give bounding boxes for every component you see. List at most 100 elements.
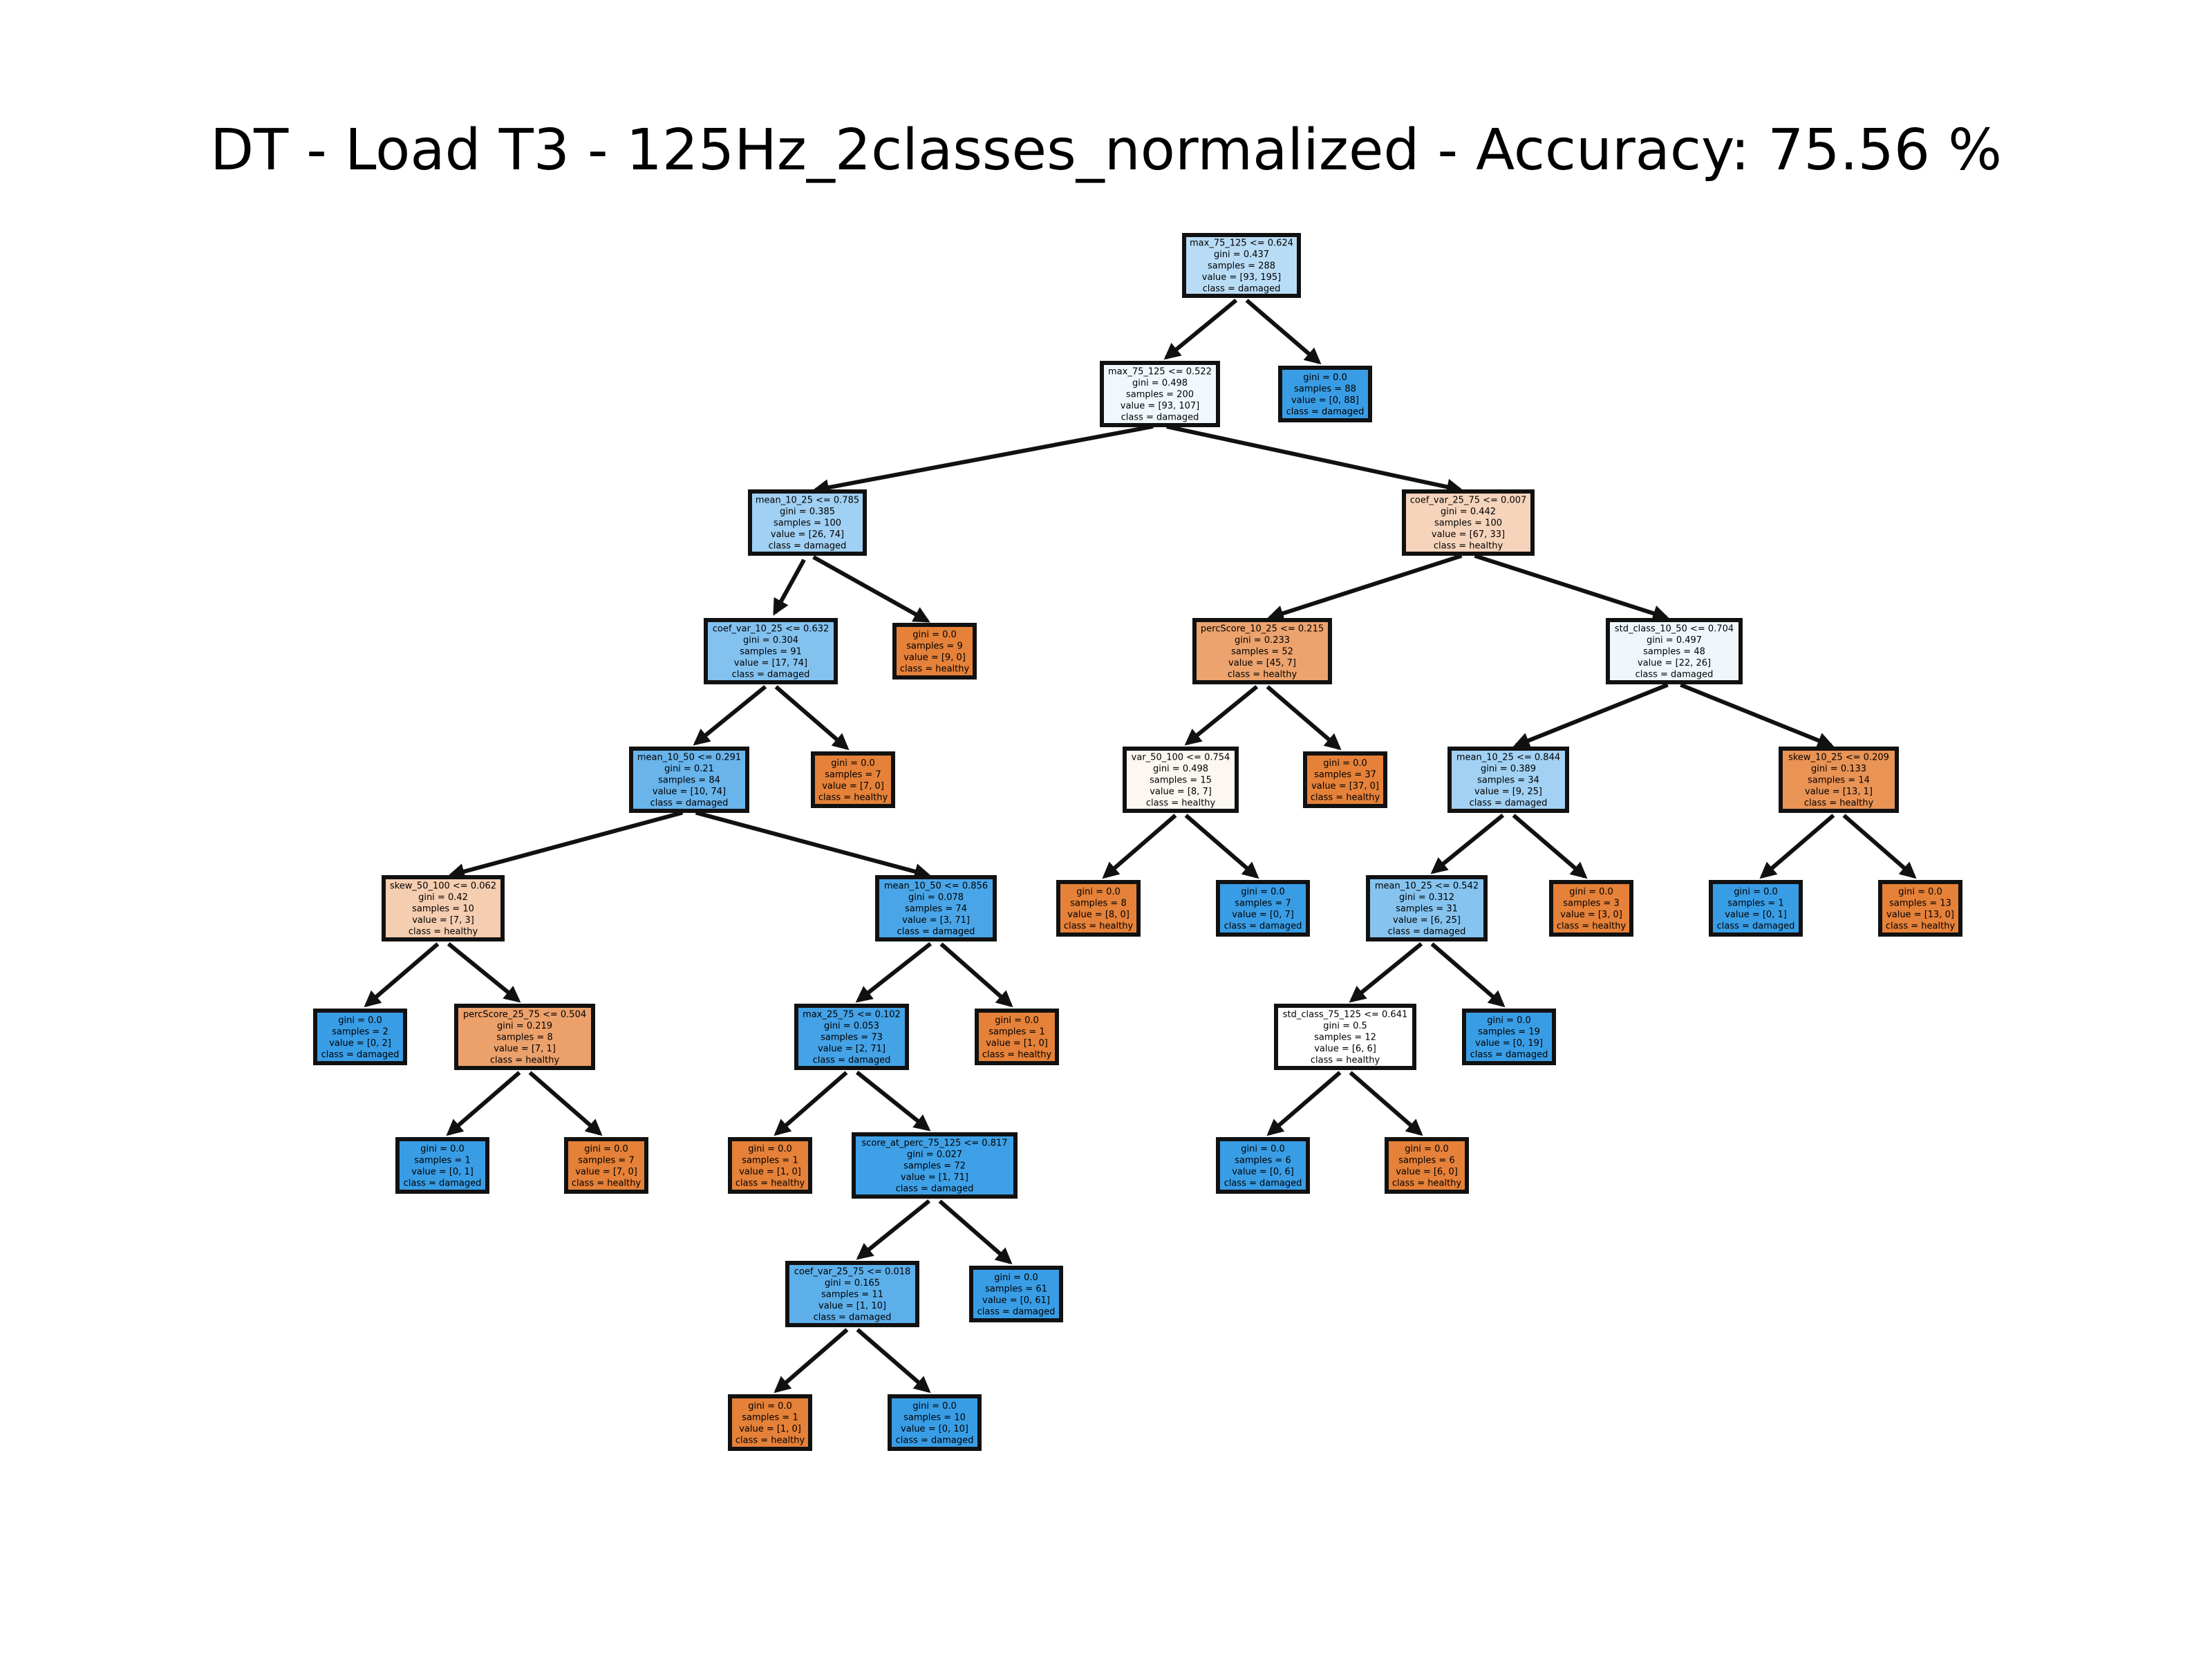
node-stat-line: value = [26, 74] [771, 529, 844, 540]
edge-n3-n5 [773, 559, 806, 616]
node-box [1278, 366, 1372, 422]
node-stat-line: gini = 0.0 [1898, 887, 1942, 897]
node-box [395, 1137, 489, 1194]
node-stat-line: samples = 2 [332, 1027, 388, 1037]
node-stat-line: gini = 0.42 [418, 892, 468, 903]
node-stat-line: samples = 91 [740, 647, 802, 657]
node-stat-line: samples = 1 [414, 1155, 470, 1165]
node-stat-line: class = damaged [1470, 798, 1548, 809]
edge-n19-n27 [1349, 941, 1423, 1003]
node-box [1192, 618, 1332, 684]
node-stat-line: gini = 0.5 [1323, 1021, 1367, 1031]
node-split-rule: mean_10_25 <= 0.542 [1375, 881, 1479, 892]
node-split-rule: max_75_125 <= 0.522 [1108, 367, 1212, 377]
node-stat-line: samples = 31 [1396, 904, 1458, 915]
node-stat-line: samples = 11 [821, 1290, 883, 1300]
node-stat-line: class = healthy [490, 1056, 560, 1066]
edge-n25-n32 [855, 1070, 931, 1132]
node-stat-line: value = [93, 195] [1202, 272, 1281, 283]
node-stat-line: samples = 7 [1235, 898, 1291, 908]
edge-n9-n15 [447, 810, 684, 880]
node-split-rule: max_25_75 <= 0.102 [803, 1010, 901, 1020]
node-box [892, 623, 977, 679]
node-stat-line: samples = 61 [985, 1284, 1047, 1294]
node-stat-line: value = [13, 1] [1805, 787, 1873, 797]
node-stat-line: class = healthy [572, 1178, 641, 1188]
node-stat-line: class = damaged [1224, 1178, 1302, 1188]
node-stat-line: samples = 72 [903, 1161, 966, 1172]
node-stat-line: value = [22, 26] [1638, 658, 1711, 668]
node-stat-line: gini = 0.0 [1569, 887, 1613, 897]
node-box [875, 875, 997, 941]
node-stat-line: gini = 0.027 [907, 1150, 962, 1160]
node-stat-line: value = [10, 74] [653, 787, 726, 797]
node-stat-line: gini = 0.0 [995, 1015, 1039, 1026]
node-stat-line: value = [9, 0] [903, 653, 966, 663]
node-stat-line: gini = 0.304 [743, 635, 798, 646]
node-stat-line: gini = 0.0 [1076, 887, 1121, 897]
node-stat-line: value = [7, 0] [822, 781, 884, 791]
node-stat-line: value = [13, 0] [1886, 910, 1954, 920]
node-stat-line: samples = 73 [821, 1033, 883, 1043]
node-stat-line: gini = 0.389 [1481, 764, 1536, 774]
edge-n15-n24 [447, 941, 521, 1003]
node-stat-line: class = healthy [1392, 1178, 1462, 1188]
node-split-rule: percScore_10_25 <= 0.215 [1201, 624, 1324, 635]
node-stat-line: class = damaged [813, 1056, 891, 1066]
node-stat-line: samples = 1 [1727, 898, 1783, 908]
node-stat-line: value = [17, 74] [734, 658, 807, 668]
node-stat-line: value = [0, 1] [411, 1167, 474, 1177]
node-stat-line: samples = 74 [905, 904, 967, 915]
node-box [1385, 1137, 1469, 1194]
edge-n19-n28 [1430, 942, 1506, 1008]
node-stat-line: gini = 0.0 [831, 758, 875, 769]
node-stat-line: class = damaged [732, 670, 810, 680]
node-box [1274, 1004, 1416, 1070]
node-stat-line: class = healthy [735, 1178, 805, 1188]
edge-n27-n34 [1349, 1071, 1423, 1136]
node-stat-line: value = [0, 19] [1475, 1038, 1543, 1049]
node-split-rule: percScore_25_75 <= 0.504 [463, 1010, 586, 1020]
edge-n14-n21 [1759, 814, 1835, 879]
node-stat-line: gini = 0.053 [824, 1021, 879, 1031]
node-split-rule: coef_var_25_75 <= 0.018 [794, 1267, 911, 1277]
node-box [1709, 880, 1803, 937]
node-stat-line: value = [3, 0] [1560, 910, 1622, 920]
node-stat-line: value = [6, 6] [1314, 1044, 1376, 1054]
edge-n13-n19 [1430, 813, 1505, 874]
node-stat-line: samples = 84 [658, 776, 720, 786]
node-box [748, 489, 867, 556]
node-stat-line: gini = 0.219 [497, 1021, 552, 1031]
node-stat-line: value = [67, 33] [1432, 529, 1505, 540]
node-split-rule: std_class_10_50 <= 0.704 [1615, 624, 1734, 635]
node-box [313, 1009, 407, 1065]
node-stat-line: samples = 200 [1126, 390, 1194, 400]
edge-n5-n9 [693, 684, 767, 746]
node-stat-line: gini = 0.0 [420, 1144, 465, 1154]
node-box [888, 1394, 982, 1451]
node-stat-line: samples = 1 [742, 1412, 798, 1423]
node-stat-line: gini = 0.0 [1734, 887, 1778, 897]
node-stat-line: class = healthy [818, 792, 888, 803]
node-stat-line: value = [0, 88] [1291, 395, 1359, 406]
node-stat-line: gini = 0.312 [1399, 892, 1454, 903]
edge-n25-n31 [774, 1071, 848, 1136]
node-stat-line: class = damaged [1203, 284, 1281, 294]
node-box [1366, 875, 1488, 941]
edge-n8-n14 [1680, 682, 1835, 749]
edge-n7-n11 [1184, 684, 1259, 746]
